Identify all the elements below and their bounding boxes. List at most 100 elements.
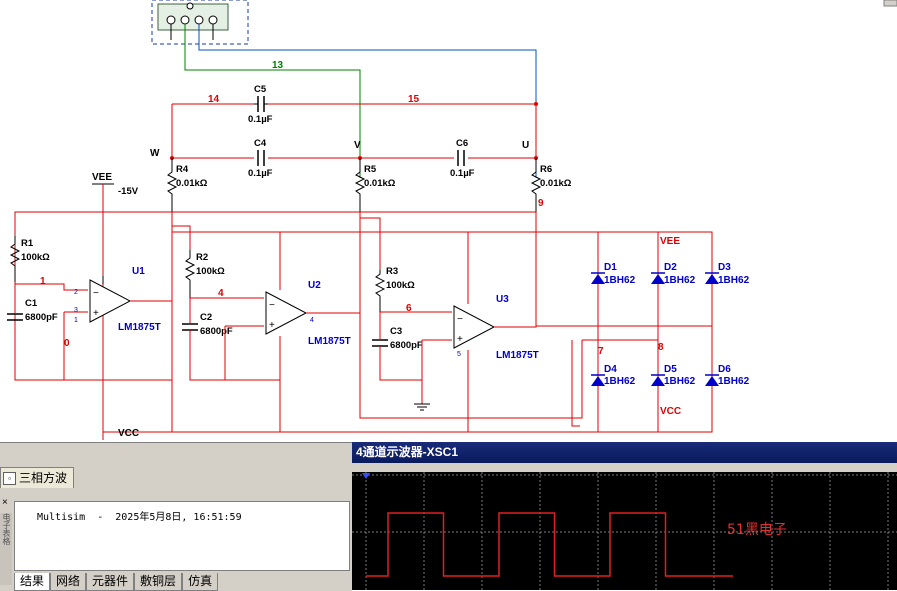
- u3-part: LM1875T: [496, 350, 539, 361]
- diode-d6[interactable]: [705, 374, 719, 386]
- tab-components[interactable]: 元器件: [86, 573, 135, 591]
- diode-d4[interactable]: [591, 374, 605, 386]
- c5-value: 0.1µF: [248, 114, 273, 125]
- wire-net-8[interactable]: [571, 340, 580, 427]
- net-label-7: 7: [598, 346, 604, 357]
- results-tab-bar: 结果 网络 元器件 敷铜层 仿真: [14, 573, 219, 591]
- r5-value: 0.01kΩ: [364, 178, 396, 189]
- trigger-marker-icon[interactable]: [362, 473, 370, 479]
- c4-value: 0.1µF: [248, 168, 273, 179]
- r1-value: 100kΩ: [21, 252, 50, 263]
- net-label-15: 15: [408, 94, 420, 105]
- capacitor-c5[interactable]: [254, 96, 268, 112]
- svg-text:+: +: [457, 334, 463, 345]
- r4-value: 0.01kΩ: [176, 178, 208, 189]
- r4-ref: R4: [176, 164, 189, 175]
- vee-value: -15V: [118, 186, 139, 197]
- opamp-u2[interactable]: − +: [265, 291, 308, 335]
- node-v: V: [354, 140, 361, 151]
- wire-blue-probe[interactable]: [198, 24, 537, 178]
- wire-w-row[interactable]: [171, 104, 254, 159]
- d4-part: 1BH62: [604, 376, 636, 387]
- u1-ref: U1: [132, 266, 145, 277]
- c6-value: 0.1µF: [450, 168, 475, 179]
- vcc-right-label: VCC: [660, 406, 681, 417]
- r6-value: 0.01kΩ: [540, 178, 572, 189]
- diode-d3[interactable]: [705, 272, 719, 284]
- resistor-r3[interactable]: [374, 270, 386, 312]
- svg-text:+: +: [269, 320, 275, 331]
- capacitor-c1[interactable]: [7, 284, 23, 321]
- wire-net-1[interactable]: [15, 283, 88, 291]
- tab-results[interactable]: 结果: [14, 573, 51, 591]
- resistor-r5[interactable]: [354, 158, 366, 212]
- c2-value: 6800pF: [200, 326, 233, 337]
- c6-ref: C6: [456, 138, 468, 149]
- watermark-text: 51黑电子: [727, 522, 787, 538]
- d6-ref: D6: [718, 364, 731, 375]
- d4-ref: D4: [604, 364, 617, 375]
- tab-nets[interactable]: 网络: [50, 573, 87, 591]
- oscilloscope-screen[interactable]: 51黑电子: [352, 472, 897, 590]
- net-label-1: 1: [40, 276, 46, 287]
- close-icon[interactable]: ×: [2, 497, 8, 508]
- d1-ref: D1: [604, 262, 617, 273]
- c5-ref: C5: [254, 84, 267, 95]
- diode-d5[interactable]: [651, 374, 665, 386]
- wire-net-13[interactable]: [184, 24, 361, 178]
- net-label-0: 0: [64, 338, 70, 349]
- oscilloscope-title-bar[interactable]: 4通道示波器-XSC1: [352, 442, 897, 463]
- net-label-8: 8: [658, 342, 664, 353]
- opamp-u3[interactable]: − +: [453, 305, 496, 349]
- u2-part: LM1875T: [308, 336, 351, 347]
- d6-part: 1BH62: [718, 376, 750, 387]
- canvas-scroll-nub[interactable]: [883, 0, 897, 7]
- net-label-14: 14: [208, 94, 220, 105]
- panel-tab-three-phase[interactable]: ▫ 三相方波: [0, 467, 75, 488]
- r2-ref: R2: [196, 252, 208, 263]
- d3-part: 1BH62: [718, 275, 750, 286]
- net-label-4: 4: [218, 288, 224, 299]
- oscilloscope-toolbar: [352, 463, 897, 472]
- c1-ref: C1: [25, 298, 38, 309]
- d1-part: 1BH62: [604, 275, 636, 286]
- resistor-r4[interactable]: [166, 158, 178, 212]
- resistor-r6[interactable]: [530, 158, 542, 212]
- vee-right-label: VEE: [660, 236, 680, 247]
- scope-connector[interactable]: [151, 0, 249, 45]
- r3-ref: R3: [386, 266, 398, 277]
- opamp-u1[interactable]: − +: [89, 276, 132, 323]
- diode-d2[interactable]: [651, 272, 665, 284]
- capacitor-c4[interactable]: [257, 150, 265, 166]
- ground-symbol[interactable]: [414, 403, 430, 411]
- u1-part: LM1875T: [118, 322, 161, 333]
- svg-text:+: +: [93, 308, 99, 319]
- capacitor-c6[interactable]: [457, 150, 465, 166]
- c2-ref: C2: [200, 312, 212, 323]
- scope-grid: [352, 472, 897, 590]
- results-panel: ▫ 三相方波 × 电子表格 Multisim - 2025年5月8日, 16:5…: [0, 442, 352, 591]
- results-log[interactable]: Multisim - 2025年5月8日, 16:51:59: [14, 501, 350, 571]
- d5-part: 1BH62: [664, 376, 696, 387]
- net-label-9: 9: [538, 198, 544, 209]
- vee-label: VEE: [92, 172, 112, 183]
- net-label-6: 6: [406, 303, 412, 314]
- resistor-r2[interactable]: [184, 250, 196, 298]
- d5-ref: D5: [664, 364, 677, 375]
- d2-ref: D2: [664, 262, 677, 273]
- tab-copper-layers[interactable]: 敷铜层: [134, 573, 183, 591]
- wire-vcc-rail[interactable]: [103, 380, 713, 433]
- u3-ref: U3: [496, 294, 509, 305]
- r1-ref: R1: [21, 238, 34, 249]
- schematic-canvas[interactable]: 13 14 15 C5 0.1µF C4 0.1µF C6 0.1µF W V …: [0, 0, 897, 442]
- r3-value: 100kΩ: [386, 280, 415, 291]
- tab-simulation[interactable]: 仿真: [182, 573, 219, 591]
- u1-pin3: 3: [74, 307, 78, 314]
- capacitor-c2[interactable]: [182, 323, 198, 331]
- resistor-r1[interactable]: [9, 236, 21, 282]
- diode-d1[interactable]: [591, 272, 605, 284]
- document-icon: ▫: [3, 472, 16, 485]
- channel-a-trace: [366, 512, 733, 577]
- capacitor-c3[interactable]: [372, 339, 388, 347]
- spreadsheet-side-label: 电子表格: [0, 513, 12, 585]
